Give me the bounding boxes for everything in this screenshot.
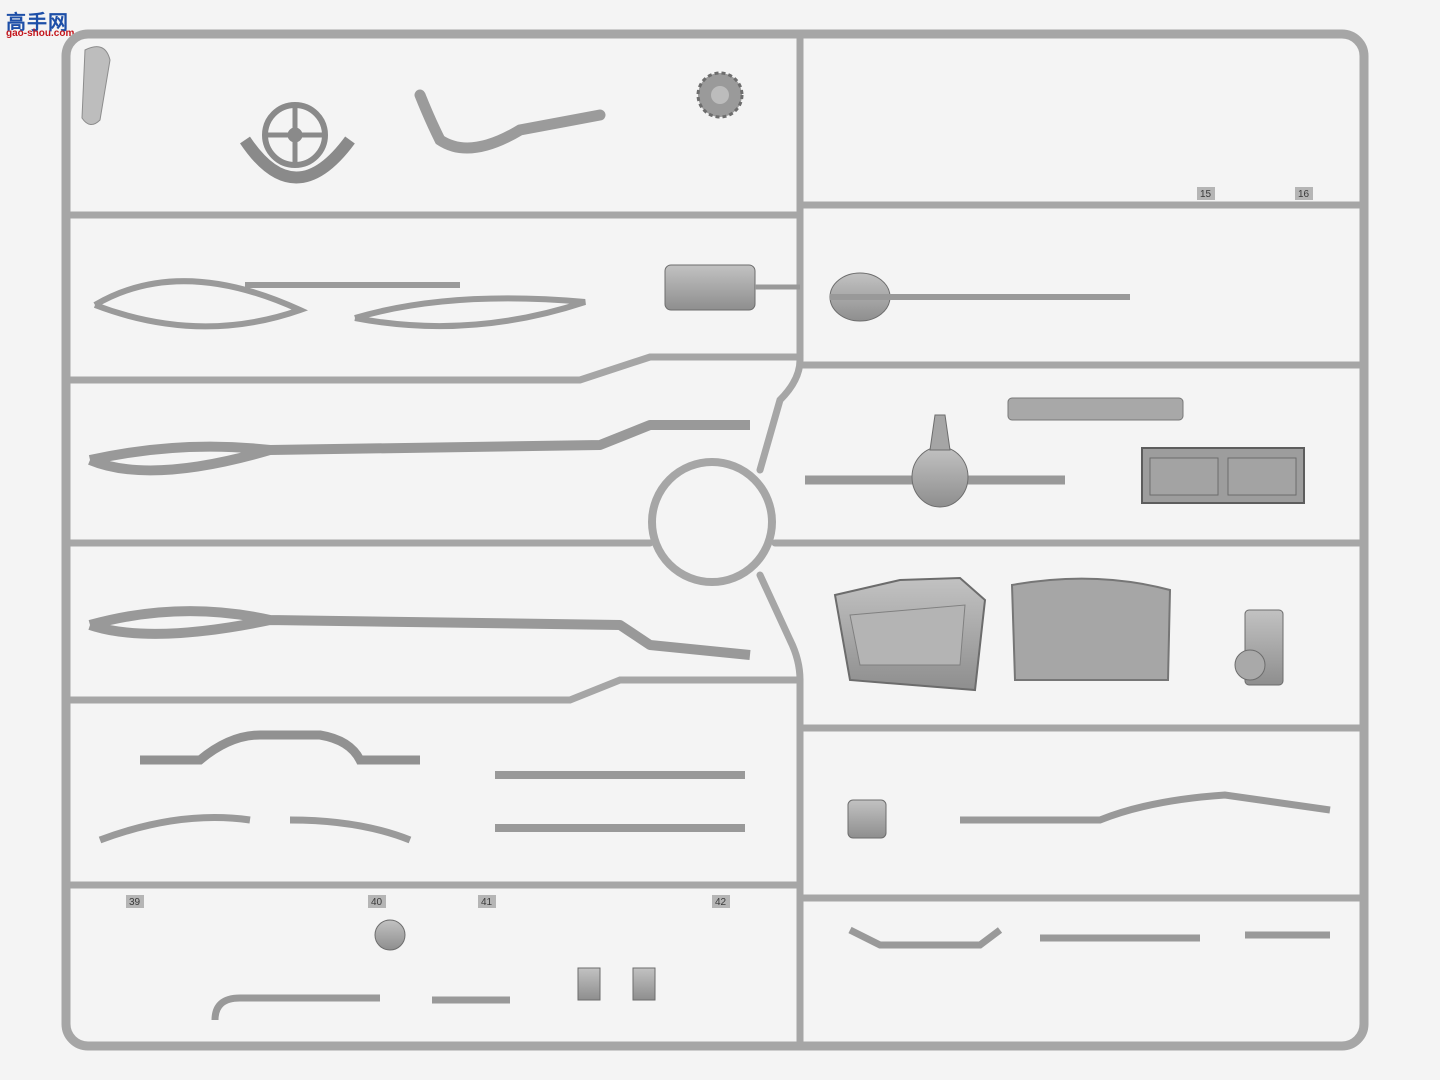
mount-block <box>847 799 887 839</box>
chassis-rail-upper <box>88 420 750 476</box>
hood-part <box>833 576 987 692</box>
watermark: 高手网 gao-shou.com <box>6 6 86 40</box>
roof-panel <box>1010 577 1172 681</box>
bottom-parts <box>211 994 510 1021</box>
gear-part <box>696 71 744 119</box>
part-number-39: 39 <box>129 897 141 908</box>
exhaust-pipe-part <box>414 89 606 154</box>
main-runners <box>62 30 1368 1050</box>
part-number-41: 41 <box>481 897 493 908</box>
window-panel <box>1141 447 1305 504</box>
front-axle-part <box>140 730 420 765</box>
gearbox-part <box>664 264 800 311</box>
engine-part <box>1234 609 1284 686</box>
part-number-16: 16 <box>1298 189 1310 200</box>
fender-brackets <box>98 814 412 844</box>
part-number-40: 40 <box>371 897 383 908</box>
part-number-labels: 15 16 39 40 41 42 <box>126 187 1313 908</box>
knob-part <box>374 919 406 951</box>
watermark-url: gao-shou.com <box>6 28 75 39</box>
leaf-springs-upper <box>93 278 586 330</box>
lower-right-parts <box>848 791 1331 949</box>
cross-members <box>495 771 745 832</box>
brand-logo <box>81 46 111 125</box>
part-number-42: 42 <box>715 897 727 908</box>
watermark-site-name: 高手网 <box>6 10 69 34</box>
differential-upper <box>829 272 1130 322</box>
steering-wheel-part <box>240 102 355 184</box>
part-number-15: 15 <box>1200 189 1212 200</box>
lamp-part-b <box>632 967 656 1001</box>
rear-axle-part <box>805 414 1065 508</box>
chassis-rail-lower <box>88 606 751 660</box>
lamp-part-a <box>577 967 601 1001</box>
plate-part <box>1007 397 1184 421</box>
